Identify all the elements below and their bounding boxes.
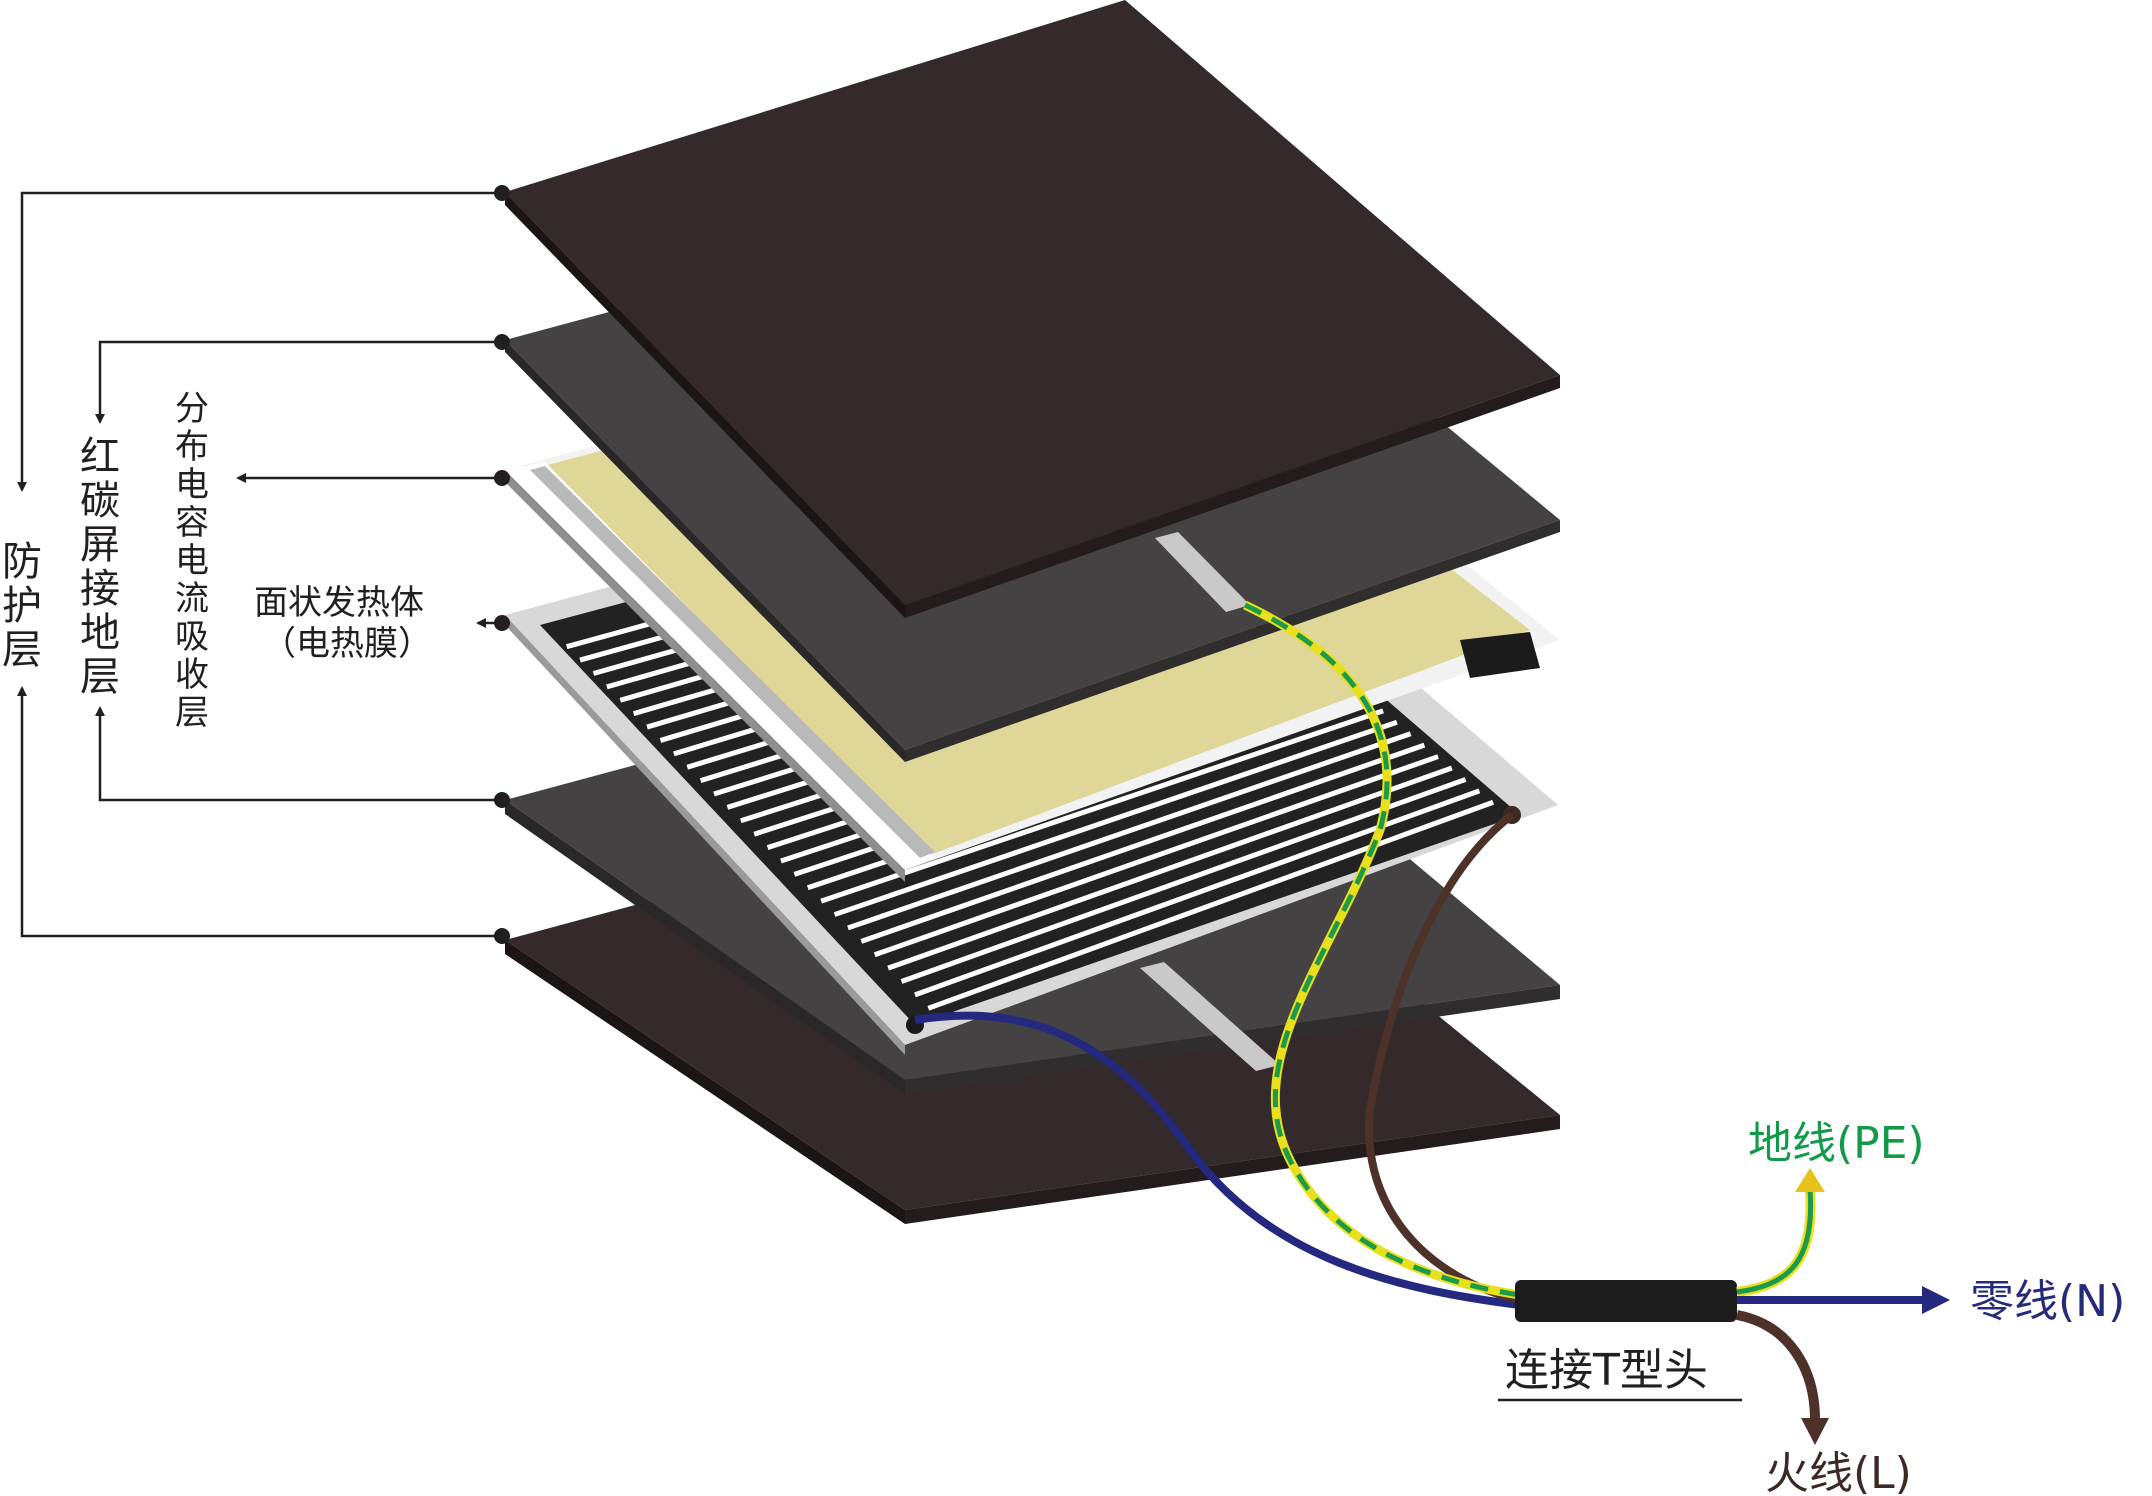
heating-stripe — [847, 731, 1412, 931]
vertical-label-char: 护 — [2, 583, 42, 629]
t-connector — [1515, 1280, 1737, 1322]
vertical-label-char: 层 — [2, 627, 42, 673]
vertical-label-char: 吸 — [175, 617, 209, 657]
ground-wire-out — [1736, 1189, 1816, 1297]
vertical-label-char: 布 — [175, 427, 209, 467]
label-heating-film: （电热膜） — [262, 624, 432, 664]
vertical-label-char: 收 — [175, 655, 209, 695]
heating-stripe — [833, 719, 1398, 917]
vertical-label-char: 分 — [175, 389, 209, 429]
vertical-label-char: 流 — [175, 579, 209, 619]
label-heating-body: 面状发热体 — [254, 583, 424, 623]
leader-lines — [17, 191, 502, 938]
label-ground-wire: 地线(PE) — [1748, 1118, 1925, 1169]
label-neutral-wire: 零线(N) — [1970, 1276, 2125, 1327]
live-arrow-head — [1801, 1418, 1829, 1445]
layer-corner-dots — [494, 185, 510, 944]
top-protective-layer — [505, 0, 1560, 618]
live-wire-out — [1735, 1310, 1820, 1421]
vertical-label-char: 层 — [175, 693, 209, 733]
vertical-label-char: 碳 — [80, 478, 120, 524]
vertical-label-char: 电 — [175, 465, 209, 505]
heating-stripe — [860, 742, 1426, 944]
heating-stripe — [927, 799, 1494, 1011]
heating-stripe — [873, 754, 1439, 958]
label-connector: 连接T型头 — [1505, 1345, 1708, 1396]
vertical-label-char: 地 — [80, 610, 120, 656]
heating-stripe — [900, 777, 1467, 984]
vertical-label-char: 屏 — [80, 522, 120, 568]
vertical-label-char: 容 — [175, 503, 209, 543]
label-protective-layer: 防护层 — [2, 539, 42, 673]
ground-arrow-head — [1795, 1168, 1825, 1192]
neutral-wire — [914, 1011, 1521, 1309]
vertical-label-char: 层 — [80, 654, 120, 700]
ground-wire — [1243, 600, 1521, 1300]
heating-stripe — [820, 708, 1384, 904]
vertical-label-char: 接 — [80, 566, 120, 612]
label-live-wire: 火线(L) — [1765, 1448, 1912, 1496]
live-wire — [1365, 811, 1521, 1304]
vertical-label-char: 红 — [80, 434, 120, 480]
vertical-label-char: 电 — [175, 541, 209, 581]
heating-stripe — [887, 765, 1453, 971]
neutral-arrow-head — [1922, 1286, 1950, 1314]
vertical-label-char: 防 — [2, 539, 42, 585]
